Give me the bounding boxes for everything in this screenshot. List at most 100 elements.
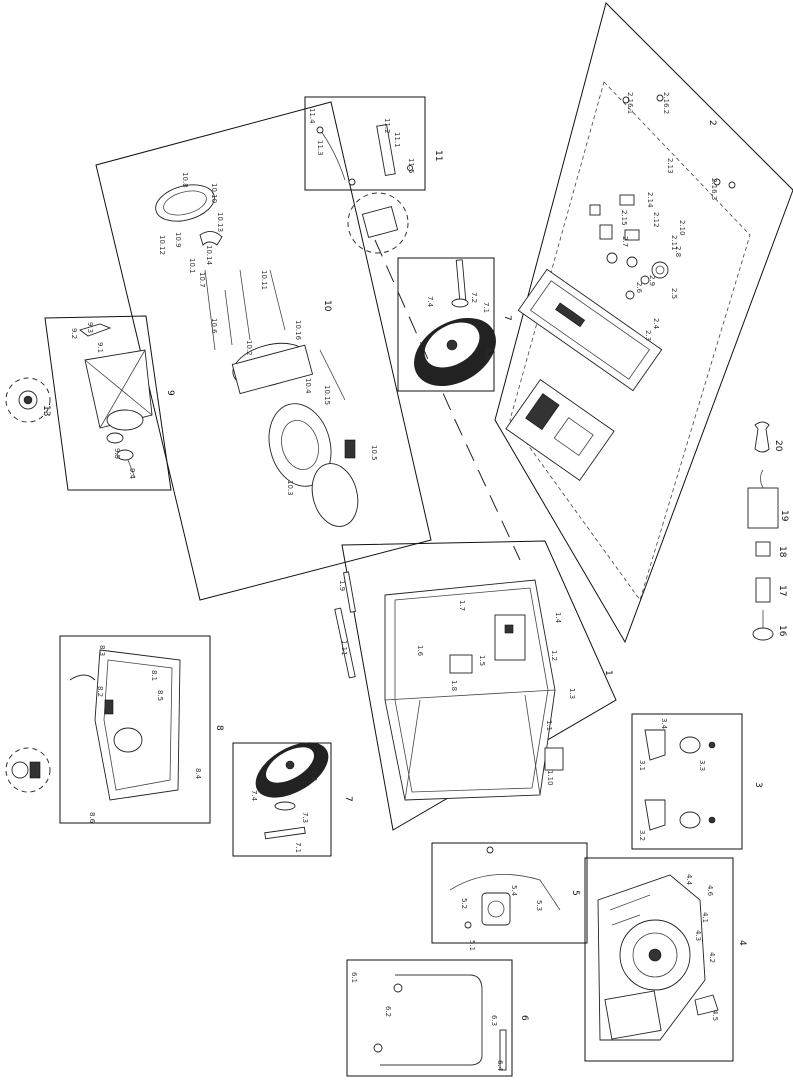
- part-number-label: 3.1: [638, 760, 646, 771]
- group-label: 1: [603, 670, 613, 676]
- part-number-label: 10.3: [286, 480, 294, 496]
- group-label: 3: [753, 782, 763, 788]
- part-number-label: 5.4: [510, 885, 518, 897]
- part-number-label: 1.3: [568, 688, 576, 699]
- assembly-line: [374, 239, 521, 561]
- group-7-wheel-upper: 7: [397, 257, 512, 392]
- part-number-label: 2.9: [648, 275, 656, 286]
- group-6-handle: 6: [346, 959, 529, 1077]
- part-number-label: 10.5: [370, 445, 378, 461]
- part-number-label: 10.12: [158, 235, 166, 255]
- group-3-mounts: 3: [631, 713, 763, 850]
- detail-circle: [5, 747, 51, 793]
- part-number-label: 3.4: [660, 718, 668, 730]
- part-number-label: 5.1: [468, 940, 476, 951]
- part-number-label: 6.4: [496, 1060, 504, 1072]
- part-number-label: 8.5: [156, 690, 164, 701]
- part-number-label: 1.2: [550, 650, 558, 661]
- part-number-label: 4.6: [706, 885, 714, 897]
- part-number-label: 7.2: [470, 292, 478, 303]
- group-7-wheel-lower: 7: [232, 742, 353, 857]
- part-number-label: 9.2: [70, 328, 78, 339]
- standalone-label: 13: [41, 405, 51, 416]
- group-label: 7: [502, 315, 512, 321]
- standalone-label: 19: [779, 510, 789, 522]
- group-label: 6: [519, 1015, 529, 1021]
- standalone-label: 17: [777, 585, 787, 596]
- part-number-label: 2.10: [678, 220, 686, 236]
- part-number-label: 8.6: [88, 812, 96, 824]
- standalone-label: 16: [777, 625, 787, 637]
- part-number-label: 7.2: [310, 770, 318, 781]
- part-number-label: 9.4: [128, 468, 136, 480]
- part-number-label: 11.5: [407, 158, 415, 174]
- standalone-label: 18: [777, 546, 787, 558]
- part-number-label: 4.5: [711, 1010, 719, 1021]
- part-number-label: 7.4: [426, 296, 434, 308]
- part-number-label: 7.1: [482, 302, 490, 313]
- part-number-label: 1.11: [340, 640, 348, 656]
- part-number-label: 11.3: [316, 140, 324, 156]
- part-number-label: 2.16.2: [662, 92, 670, 114]
- part-number-label: 4.2: [708, 952, 716, 963]
- part-number-label: 4.3: [694, 930, 702, 941]
- part-number-label: 11.4: [308, 108, 316, 124]
- group-1-frame: 1: [334, 540, 617, 831]
- standalone-label: 20: [773, 440, 783, 452]
- part-number-label: 5.2: [460, 898, 468, 909]
- group-label: 7: [343, 796, 353, 802]
- group-8-fuel-tank: 8: [59, 635, 224, 824]
- detail-circle: [5, 377, 51, 423]
- part-number-label: 1.9: [338, 580, 346, 591]
- part-number-label: 8.4: [194, 768, 202, 780]
- part-number-label: 2.5: [670, 288, 678, 299]
- part-number-label: 2.7: [621, 236, 629, 247]
- part-number-label: 7.4: [250, 790, 258, 802]
- group-label: 10: [322, 300, 332, 312]
- part-number-label: 9.1: [96, 342, 104, 353]
- part-number-label: 7.1: [294, 842, 302, 853]
- group-9-airfilter: 9: [44, 315, 175, 491]
- part-number-label: 2.12: [652, 212, 660, 228]
- part-number-label: 10.11: [260, 270, 268, 290]
- accessories: 20 19 18 17 16: [747, 421, 789, 641]
- part-number-label: 9.5: [113, 448, 121, 459]
- part-number-label: 10.10: [210, 183, 218, 203]
- part-number-label: 10.13: [216, 212, 224, 232]
- part-number-label: 6.2: [384, 1006, 392, 1017]
- part-number-label: 2.3: [644, 330, 652, 341]
- part-number-label: 11.1: [393, 132, 401, 148]
- part-number-label: 2.11: [670, 235, 678, 251]
- part-number-label: 9.3: [86, 322, 94, 333]
- group-label: 4: [737, 940, 747, 946]
- part-number-label: 2.13: [666, 158, 674, 174]
- part-number-label: 1.6: [416, 645, 424, 657]
- part-number-label: 2.4: [652, 318, 660, 330]
- group-label: 5: [570, 890, 580, 896]
- part-number-label: 6.3: [490, 1015, 498, 1026]
- group-11-box: 11: [304, 96, 443, 191]
- part-number-label: 2.15: [620, 210, 628, 226]
- part-number-label: 4.4: [685, 874, 693, 886]
- group-4-engine: 4: [584, 857, 747, 1062]
- part-number-label: 3.2: [638, 830, 646, 841]
- part-number-label: 2.16.1: [626, 92, 634, 114]
- part-number-label: 10.4: [304, 378, 312, 394]
- part-number-label: 7.3: [301, 812, 309, 823]
- part-number-label: 10.8: [181, 172, 189, 188]
- part-number-label: 10.15: [323, 385, 331, 405]
- part-number-label: 10.6: [210, 318, 218, 334]
- group-label: 2: [707, 120, 717, 126]
- group-label: 9: [165, 390, 175, 396]
- part-number-label: 8.2: [96, 686, 104, 697]
- part-number-label: 1.4: [554, 612, 562, 624]
- group-5-starter: 5: [431, 842, 588, 944]
- part-number-label: 5.3: [535, 900, 543, 911]
- group-label: 8: [214, 725, 224, 731]
- part-number-label: 8.1: [150, 670, 158, 681]
- part-number-label: 1.5: [478, 655, 486, 666]
- part-number-label: 4.1: [701, 912, 709, 923]
- part-number-label: 10.9: [174, 232, 182, 248]
- part-number-label: 2.8: [674, 246, 682, 257]
